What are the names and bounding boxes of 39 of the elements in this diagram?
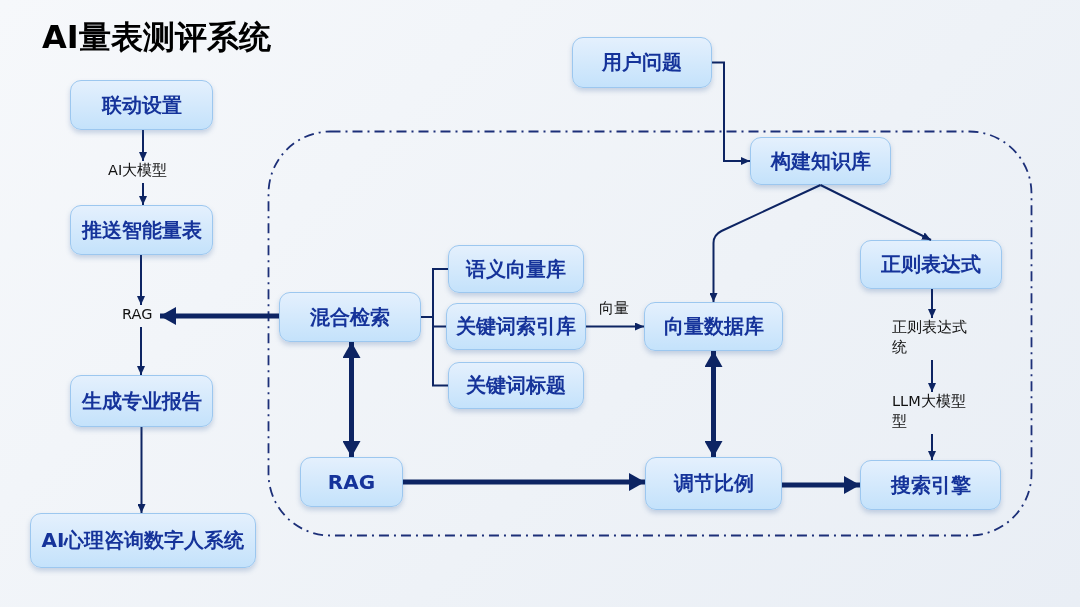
process-box: 用户问题: [572, 37, 712, 88]
arrow: [928, 433, 936, 461]
arrow: [585, 322, 645, 331]
arrow: [137, 426, 146, 514]
process-box: 联动设置: [70, 80, 213, 130]
arrow: [139, 129, 147, 162]
process-box: 向量数据库: [644, 302, 783, 351]
process-box: 关键词索引库: [446, 303, 586, 350]
process-box: 语义向量库: [448, 245, 584, 293]
step-label: AI大模型: [108, 161, 178, 183]
step-label: RAG: [122, 305, 160, 327]
process-box: RAG: [300, 457, 403, 507]
arrow: [782, 476, 860, 494]
arrow: [137, 254, 145, 306]
title: AI量表测评系统: [42, 17, 271, 58]
arrow: [342, 342, 361, 457]
arrow: [704, 351, 723, 457]
process-box: 搜索引擎: [860, 460, 1001, 510]
arrow: [711, 61, 751, 165]
arrow: [137, 326, 145, 376]
arrow: [403, 473, 645, 491]
arrow: [928, 359, 936, 393]
process-box: AI心理咨询数字人系统: [30, 513, 256, 568]
process-box: 混合检索: [279, 292, 421, 342]
process-box: 生成专业报告: [70, 375, 213, 427]
step-label: LLM大模型型: [892, 392, 972, 434]
arrow: [928, 288, 936, 319]
arrow: [709, 184, 822, 303]
connector-line: [420, 316, 449, 387]
process-box: 构建知识库: [750, 137, 891, 185]
arrow: [139, 182, 147, 206]
edge-label: 向量: [599, 299, 629, 318]
process-box: 推送智能量表: [70, 205, 213, 255]
arrow: [160, 307, 279, 325]
step-label: 正则表达式统: [892, 318, 972, 360]
process-box: 关键词标题: [448, 362, 584, 409]
process-box: 正则表达式: [860, 240, 1002, 289]
arrow: [819, 184, 932, 241]
process-box: 调节比例: [645, 457, 782, 510]
